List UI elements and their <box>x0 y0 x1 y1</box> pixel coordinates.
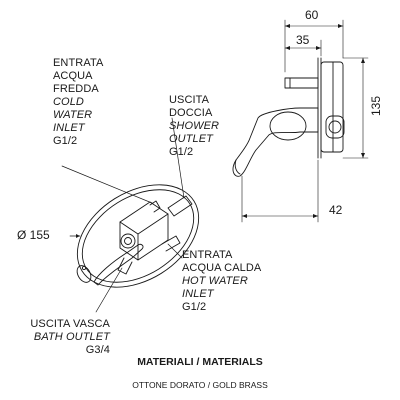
shower-outlet-it-1: USCITA <box>169 94 210 106</box>
label-hot-inlet: ENTRATA ACQUA CALDA HOT WATER INLET G1/2 <box>182 249 261 314</box>
cold-inlet-stub <box>149 200 161 213</box>
dim-height: 135 <box>369 95 384 117</box>
side-valve-cartridge <box>325 115 345 139</box>
lever-handle <box>93 243 144 286</box>
leader-lines <box>61 117 185 313</box>
leader-bath-outlet <box>95 267 123 313</box>
leader-cold-inlet <box>61 165 153 204</box>
materials-title: MATERIALI / MATERIALS <box>137 356 263 368</box>
cover-plate-inner-rim <box>81 189 195 283</box>
cover-plate-outline <box>76 184 200 288</box>
dim-depth-body: 35 <box>296 33 310 47</box>
hot-inlet-en-2: INLET <box>182 288 214 300</box>
dim-depth-total: 60 <box>305 8 319 22</box>
front-view <box>76 184 200 288</box>
side-lever-tip <box>234 159 241 175</box>
dimension-arrows <box>242 24 365 218</box>
leader-shower-outlet <box>171 117 185 199</box>
lever-tip-dot <box>81 265 87 271</box>
hot-inlet-it-1: ENTRATA <box>182 249 233 261</box>
bath-outlet-en: BATH OUTLET <box>33 331 110 343</box>
label-shower-outlet: USCITA DOCCIA SHOWER OUTLET G1/2 <box>169 94 219 159</box>
hot-inlet-en-1: HOT WATER <box>182 275 248 287</box>
leader-hot-inlet <box>167 243 183 259</box>
valve-body-side <box>119 221 139 261</box>
dim-projection: 42 <box>329 203 343 217</box>
hot-inlet-thread: G1/2 <box>182 301 207 313</box>
valve-spindle <box>120 233 136 249</box>
side-valve-port <box>328 120 342 134</box>
shower-outlet-thread: G1/2 <box>169 146 194 158</box>
shower-outlet-en-1: SHOWER <box>169 120 220 132</box>
valve-body-top <box>119 201 169 235</box>
shower-outlet-it-2: DOCCIA <box>169 107 213 119</box>
bath-outlet-it: USCITA VASCA <box>30 318 110 330</box>
bath-outlet-thread: G3/4 <box>85 344 110 356</box>
label-bath-outlet: USCITA VASCA BATH OUTLET G3/4 <box>10 318 110 357</box>
hot-inlet-it-2: ACQUA CALDA <box>182 262 262 274</box>
bath-outlet-stub <box>117 257 133 275</box>
diameter-arrow <box>76 234 80 238</box>
cold-inlet-it-1: ENTRATA <box>53 57 104 69</box>
dim-plate-diameter: Ø 155 <box>17 228 50 242</box>
cold-inlet-en-3: INLET <box>53 122 85 134</box>
side-top-stub <box>284 77 319 89</box>
materials-value: OTTONE DORATO / GOLD BRASS <box>132 380 268 390</box>
valve-spindle-core <box>124 237 132 245</box>
label-cold-inlet: ENTRATA ACQUA FREDDA COLD WATER INLET G1… <box>53 57 103 148</box>
side-hub <box>269 111 307 141</box>
cold-inlet-en-2: WATER <box>53 109 93 121</box>
cold-inlet-it-2: ACQUA <box>53 70 93 82</box>
cold-inlet-it-3: FREDDA <box>53 83 99 95</box>
lever-tip <box>76 265 92 283</box>
side-view <box>232 57 345 177</box>
side-valve-body <box>320 61 344 153</box>
shower-outlet-en-2: OUTLET <box>169 133 213 145</box>
cold-inlet-thread: G1/2 <box>53 135 78 147</box>
shower-outlet-stub <box>167 195 193 217</box>
side-dimension-lines <box>241 19 369 223</box>
valve-body-front <box>137 213 169 261</box>
hot-inlet-stub <box>161 235 181 252</box>
side-lever <box>232 107 319 177</box>
cold-inlet-en-1: COLD <box>53 96 84 108</box>
